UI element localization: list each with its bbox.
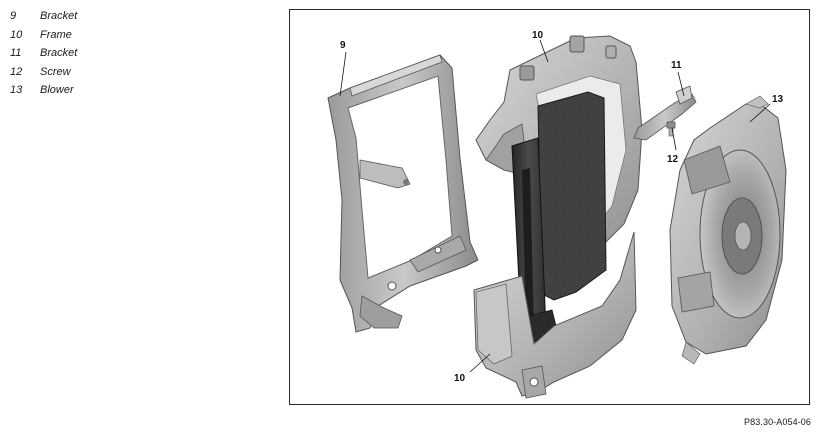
legend-row: 13 Blower [10, 81, 77, 100]
legend-number: 10 [10, 28, 23, 41]
leader-lines [339, 39, 771, 373]
callout-12: 12 [667, 154, 679, 165]
legend-label: Bracket [40, 10, 78, 22]
callout-10-top: 10 [532, 30, 544, 41]
legend-label: Blower [40, 84, 74, 97]
legend-label: Frame [40, 28, 72, 41]
bracket-part-9 [327, 54, 479, 333]
legend-row: 9 Bracket [10, 7, 77, 26]
exploded-view-figure: 9 10 10 11 12 13 [289, 9, 810, 405]
figure-id: P83.30-A054-06 [744, 417, 811, 427]
callout-10-bottom: 10 [454, 373, 466, 384]
legend-row: 12 Screw [10, 63, 77, 82]
legend-number: 9 [10, 10, 17, 22]
legend-label: Screw [40, 65, 71, 78]
frame-lower-part-10 [473, 231, 637, 399]
screw-part-12 [666, 121, 676, 137]
callout-13: 13 [772, 94, 784, 105]
exploded-view-drawing: 9 10 10 11 12 13 [327, 30, 787, 399]
legend-number: 13 [10, 84, 23, 97]
legend-number: 12 [10, 65, 23, 78]
callout-9: 9 [340, 40, 346, 51]
legend-number: 11 [10, 47, 22, 60]
parts-legend: 9 Bracket 10 Frame 11 Bracket 12 Screw 1… [10, 7, 77, 100]
callout-11: 11 [671, 60, 682, 71]
legend-row: 10 Frame [10, 26, 77, 45]
bracket-part-11 [633, 85, 697, 141]
legend-row: 11 Bracket [10, 44, 77, 63]
legend-label: Bracket [40, 47, 78, 60]
blower-part-13 [669, 95, 787, 365]
